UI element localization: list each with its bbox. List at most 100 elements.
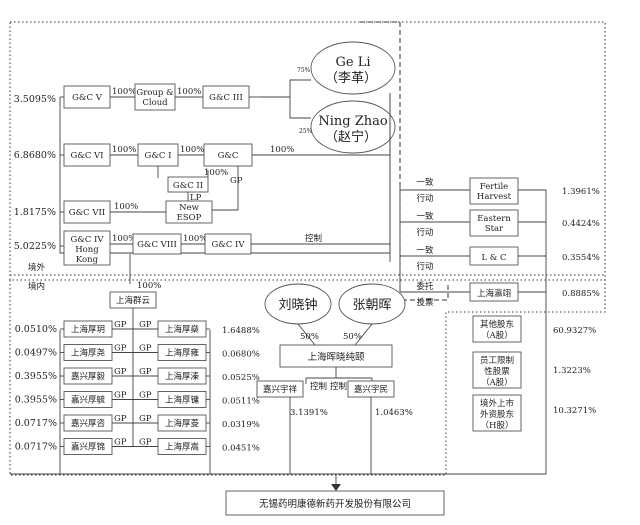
right-partnership-label: 上海厚镛 bbox=[165, 395, 200, 406]
gc4hk-box: G&C IV Hong Kong bbox=[63, 230, 111, 266]
other-a-box: 其他股东 （A股） bbox=[472, 315, 522, 343]
svg-text:上海瀛翊: 上海瀛翊 bbox=[477, 288, 511, 299]
svg-text:上海晖晓纯颐: 上海晖晓纯颐 bbox=[307, 351, 365, 363]
gp-label: GP bbox=[139, 367, 152, 377]
group-cloud-hundred: 100% bbox=[177, 87, 201, 97]
gc4hk-pct: 5.0225% bbox=[14, 241, 56, 252]
fertile-pct: 1.3961% bbox=[562, 187, 600, 197]
svg-text:境外上市: 境外上市 bbox=[480, 398, 515, 409]
right-partnership-pct: 0.0525% bbox=[222, 373, 260, 383]
left-partnership-label: 上海厚尧 bbox=[71, 348, 106, 359]
left-partnership-label: 嘉兴厚毓 bbox=[71, 395, 106, 406]
gp-label-esop: GP bbox=[230, 176, 243, 186]
left-partnership-label: 嘉兴厚锦 bbox=[71, 442, 105, 453]
yingyu-box: 上海瀛翊 bbox=[469, 282, 519, 302]
svg-text:ESOP: ESOP bbox=[177, 213, 202, 223]
ge-li-node: Ge Li （李革） bbox=[310, 41, 396, 95]
left-partnership-pct: 0.3955% bbox=[15, 371, 57, 382]
gc4hk-hundred: 100% bbox=[112, 234, 136, 244]
svg-text:G&C IV: G&C IV bbox=[211, 240, 245, 250]
lc-pct: 0.3554% bbox=[562, 253, 600, 263]
gc4-box: G&C IV bbox=[204, 233, 252, 255]
gc4-control-label: 控制 bbox=[305, 233, 322, 244]
other-a-pct: 60.9327% bbox=[553, 326, 596, 336]
h-share-pct: 10.3271% bbox=[553, 406, 596, 416]
yuxiang-box: 嘉兴宇祥 bbox=[256, 380, 304, 398]
left-partnership-pct: 0.0717% bbox=[15, 442, 57, 453]
concert-label-1: 一致 行动 bbox=[416, 177, 434, 204]
ning-zhao-node: Ning Zhao （赵宁） bbox=[310, 100, 396, 154]
gp-label: GP bbox=[114, 438, 127, 448]
eastern-star-box: Eastern Star bbox=[469, 209, 519, 237]
svg-text:行动: 行动 bbox=[416, 227, 434, 238]
zhang-share-label: 50% bbox=[343, 332, 362, 342]
region-label-inside: 境内 bbox=[28, 281, 45, 292]
right-partnership-label: 上海厚嵩 bbox=[165, 442, 200, 453]
left-partnership-pct: 0.0510% bbox=[15, 324, 57, 335]
gc-box: G&C bbox=[203, 143, 253, 167]
left-partnership-label: 嘉兴厚毅 bbox=[71, 371, 106, 382]
gc3-box: G&C III bbox=[202, 85, 250, 109]
lc-box: L & C bbox=[469, 246, 519, 266]
svg-text:Cloud: Cloud bbox=[142, 98, 168, 108]
svg-text:员工限制: 员工限制 bbox=[480, 355, 514, 366]
gp-label: GP bbox=[139, 344, 152, 354]
ge-li-share-label: 75% bbox=[297, 67, 311, 74]
control-label-left: 控制 bbox=[310, 381, 327, 392]
eastern-pct: 0.4424% bbox=[562, 219, 600, 229]
gc6-box: G&C VI bbox=[63, 143, 111, 167]
gc2-hundred: 100% bbox=[204, 168, 228, 178]
svg-text:Ge Li: Ge Li bbox=[335, 55, 370, 70]
gc6-pct: 6.8680% bbox=[14, 150, 56, 161]
gp-label: GP bbox=[139, 414, 152, 424]
gc2-box: G&C II bbox=[167, 176, 209, 193]
liu-node: 刘晓钟 bbox=[264, 283, 332, 325]
svg-text:G&C II: G&C II bbox=[173, 181, 203, 191]
fertile-harvest-box: Fertile Harvest bbox=[469, 177, 519, 205]
svg-text:Harvest: Harvest bbox=[477, 192, 512, 202]
h-share-box: 境外上市 外资股东 （H股） bbox=[472, 394, 522, 432]
svg-text:外资股东: 外资股东 bbox=[480, 409, 514, 420]
right-partnership-label: 上海厚溱 bbox=[165, 371, 200, 382]
qunyun-box: 上海群云 bbox=[109, 291, 157, 309]
gp-label: GP bbox=[114, 320, 127, 330]
zhang-node: 张朝晖 bbox=[338, 283, 406, 325]
control-label-right: 控制 bbox=[330, 381, 347, 392]
svg-text:G&C VIII: G&C VIII bbox=[137, 240, 177, 250]
right-partnership-pct: 0.0319% bbox=[222, 420, 260, 430]
right-partnership-label: 上海厚燊 bbox=[165, 324, 200, 335]
svg-text:G&C VI: G&C VI bbox=[70, 151, 103, 161]
left-partnership-label: 嘉兴厚咨 bbox=[71, 418, 106, 429]
gp-label: GP bbox=[139, 438, 152, 448]
svg-text:Kong: Kong bbox=[76, 255, 99, 265]
liu-share-label: 50% bbox=[300, 332, 319, 342]
svg-text:（H股）: （H股） bbox=[481, 420, 514, 431]
svg-text:G&C III: G&C III bbox=[209, 93, 243, 103]
gc-hundred: 100% bbox=[270, 145, 294, 155]
svg-text:一致: 一致 bbox=[416, 211, 434, 222]
svg-text:无锡药明康德新药开发股份有限公司: 无锡药明康德新药开发股份有限公司 bbox=[259, 498, 411, 510]
svg-text:一致: 一致 bbox=[416, 177, 434, 188]
company-box: 无锡药明康德新药开发股份有限公司 bbox=[225, 490, 445, 516]
gp-label: GP bbox=[139, 320, 152, 330]
gc8-hundred: 100% bbox=[183, 234, 207, 244]
yumin-pct: 1.0463% bbox=[375, 408, 413, 418]
svg-text:Ning Zhao: Ning Zhao bbox=[318, 114, 388, 129]
svg-text:一致: 一致 bbox=[416, 245, 434, 256]
gc6-hundred: 100% bbox=[112, 145, 136, 155]
gc7-pct: 1.8175% bbox=[14, 207, 56, 218]
svg-text:（A股）: （A股） bbox=[481, 377, 513, 388]
region-label-outside: 境外 bbox=[28, 262, 46, 273]
right-partnership-label: 上海厚雍 bbox=[165, 348, 200, 359]
gp-label: GP bbox=[114, 344, 127, 354]
svg-text:New: New bbox=[179, 203, 199, 213]
region-borders bbox=[9, 21, 606, 476]
svg-text:性股票: 性股票 bbox=[484, 366, 510, 377]
left-partnership-label: 上海厚玥 bbox=[71, 324, 105, 335]
svg-text:（赵宁）: （赵宁） bbox=[325, 129, 377, 145]
svg-text:张朝晖: 张朝晖 bbox=[352, 298, 391, 313]
svg-text:L & C: L & C bbox=[481, 253, 506, 263]
svg-text:G&C VII: G&C VII bbox=[69, 208, 105, 218]
gc5-hundred: 100% bbox=[112, 87, 136, 97]
